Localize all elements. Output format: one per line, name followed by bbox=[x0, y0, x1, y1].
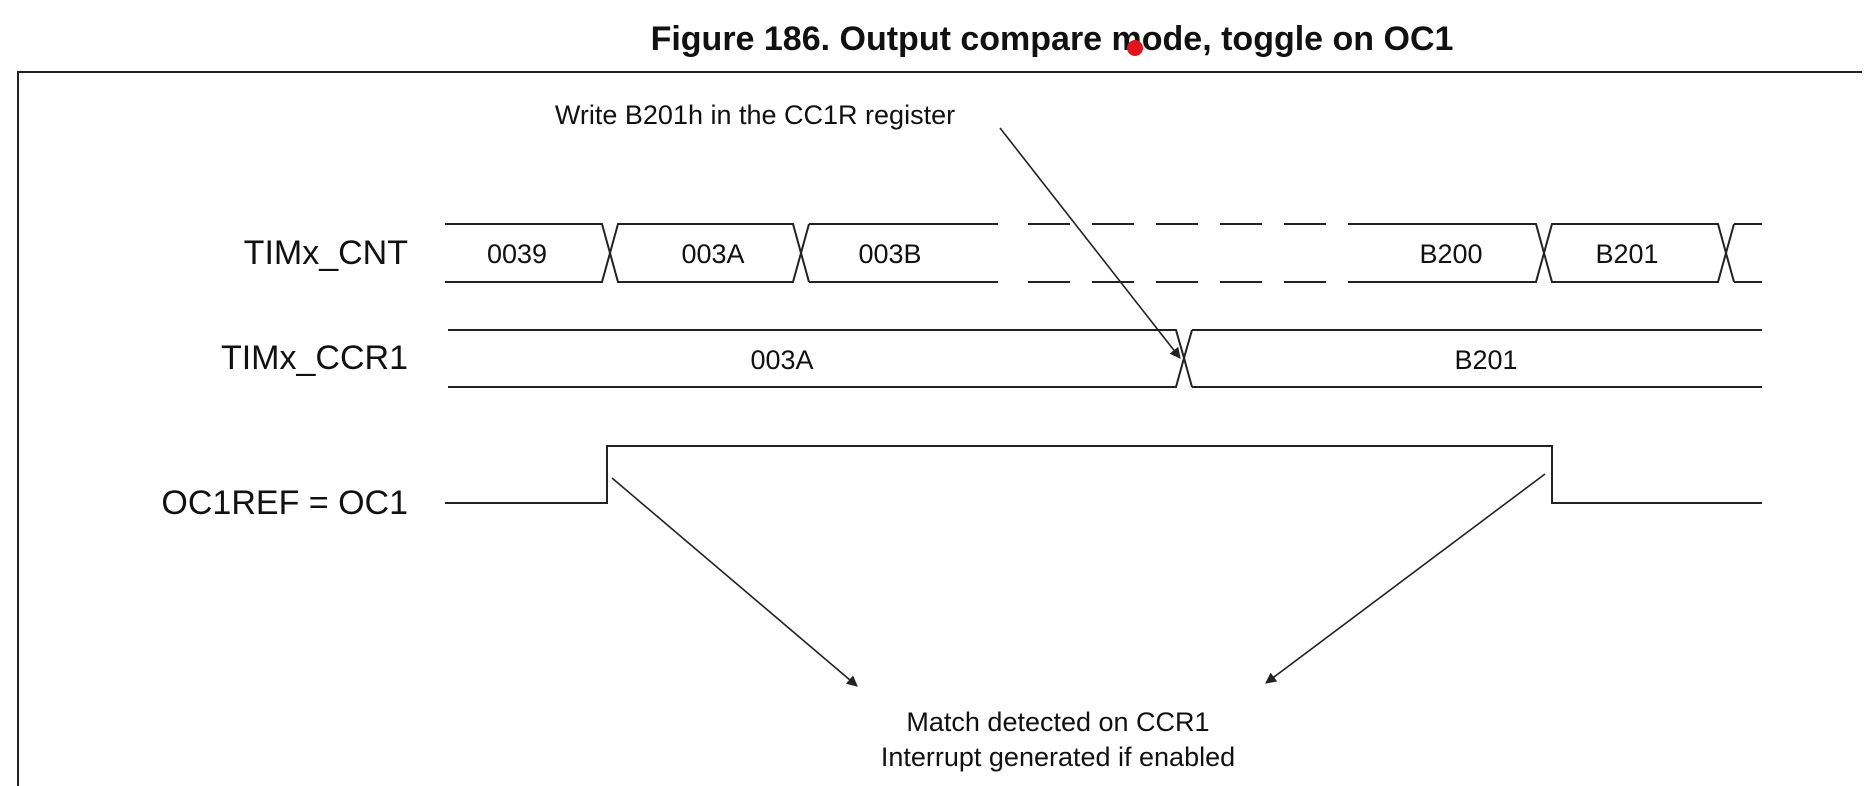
cnt-segment bbox=[608, 223, 803, 283]
match-note-line1: Match detected on CCR1 bbox=[906, 707, 1209, 737]
match-arrow-fall bbox=[1265, 473, 1546, 684]
write-annotation: Write B201h in the CC1R register bbox=[555, 100, 955, 130]
ccr1-segment bbox=[448, 329, 1186, 388]
cnt-value: B201 bbox=[1595, 239, 1658, 269]
cursor-dot bbox=[1127, 40, 1143, 56]
cnt-value: 003A bbox=[681, 239, 744, 269]
cnt-segment bbox=[1724, 223, 1762, 283]
cnt-gap-dashes bbox=[1028, 223, 1368, 283]
ccr1-segment bbox=[1182, 329, 1762, 388]
signal-label-timx-cnt: TIMx_CNT bbox=[244, 234, 408, 272]
timx-cnt-bus: 0039 003A 003B B200 B201 bbox=[445, 223, 1762, 283]
signal-label-timx-ccr1: TIMx_CCR1 bbox=[221, 339, 408, 377]
oc1ref-waveform bbox=[445, 445, 1762, 504]
cnt-value: B200 bbox=[1419, 239, 1482, 269]
write-arrow bbox=[999, 127, 1181, 359]
figure-frame bbox=[17, 71, 1862, 786]
ccr1-value: B201 bbox=[1454, 345, 1517, 375]
cnt-segment bbox=[1542, 223, 1728, 283]
ccr1-value: 003A bbox=[750, 345, 813, 375]
match-arrow-rise bbox=[611, 477, 858, 687]
figure-title: Figure 186. Output compare mode, toggle … bbox=[651, 20, 1454, 58]
cnt-value: 0039 bbox=[487, 239, 547, 269]
cnt-segment bbox=[799, 223, 998, 283]
signal-label-oc1ref: OC1REF = OC1 bbox=[161, 484, 408, 522]
match-note-line2: Interrupt generated if enabled bbox=[881, 742, 1235, 772]
cnt-value: 003B bbox=[858, 239, 921, 269]
timx-ccr1-bus: 003A B201 bbox=[448, 329, 1762, 388]
